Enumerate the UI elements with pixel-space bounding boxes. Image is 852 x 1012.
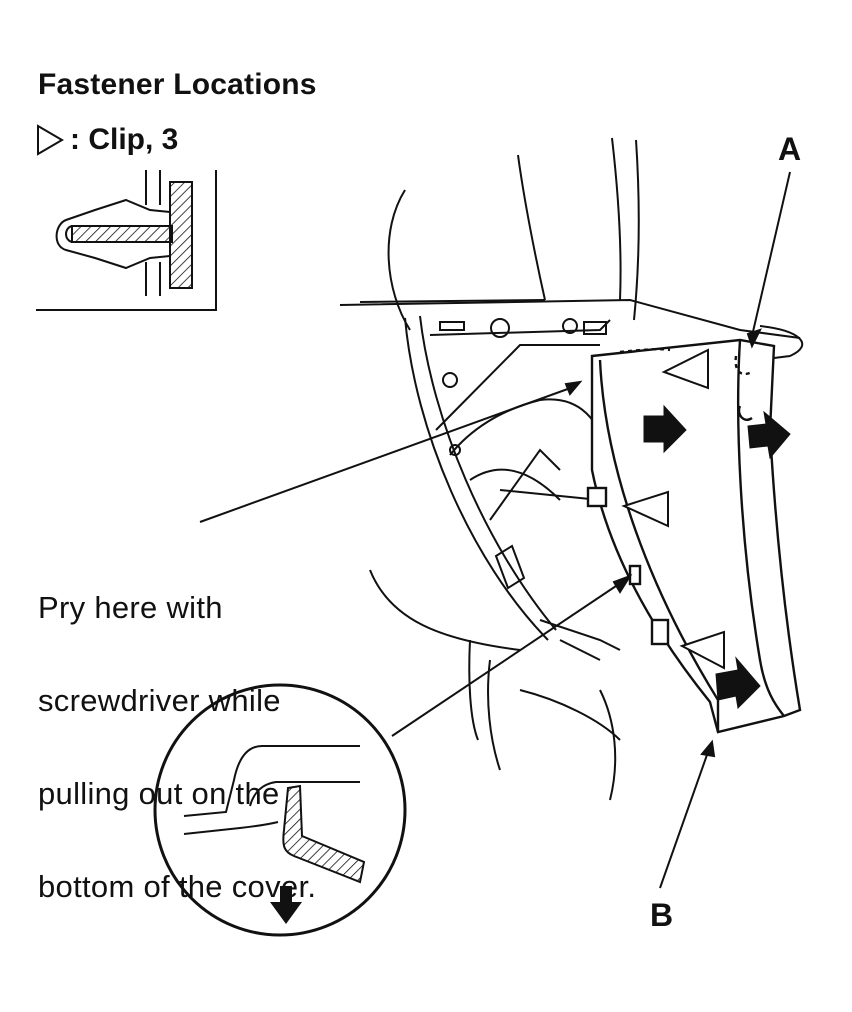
clip-marker-icon bbox=[661, 348, 709, 390]
pull-arrow-icon bbox=[643, 404, 687, 454]
callout-label-a: A bbox=[778, 131, 802, 167]
pillar-cover bbox=[586, 338, 802, 734]
clip-detail-inset bbox=[36, 170, 217, 311]
pull-arrow-icon bbox=[715, 656, 761, 710]
triangle-outline-icon bbox=[37, 124, 64, 156]
instruction-line: Pry here with bbox=[38, 590, 223, 625]
clip-legend: : Clip, 3 bbox=[36, 123, 178, 157]
removal-direction-arrows bbox=[643, 404, 791, 710]
pry-instruction: Pry here with screwdriver while pulling … bbox=[38, 530, 316, 964]
instruction-line: screwdriver while bbox=[38, 683, 281, 718]
legend-text: : Clip, 3 bbox=[70, 123, 179, 156]
pull-arrow-icon bbox=[747, 410, 791, 460]
clip-marker-icon bbox=[679, 630, 725, 670]
instruction-line: pulling out on the bbox=[38, 776, 280, 811]
pry-detail-magnifier bbox=[153, 683, 407, 937]
clip-marker-icon bbox=[621, 490, 669, 528]
instruction-line: bottom of the cover. bbox=[38, 869, 317, 904]
callout-label-b: B bbox=[650, 897, 674, 933]
leader-lines bbox=[199, 171, 791, 889]
clip-location-markers bbox=[621, 348, 725, 670]
diagram-title: Fastener Locations bbox=[38, 68, 317, 101]
